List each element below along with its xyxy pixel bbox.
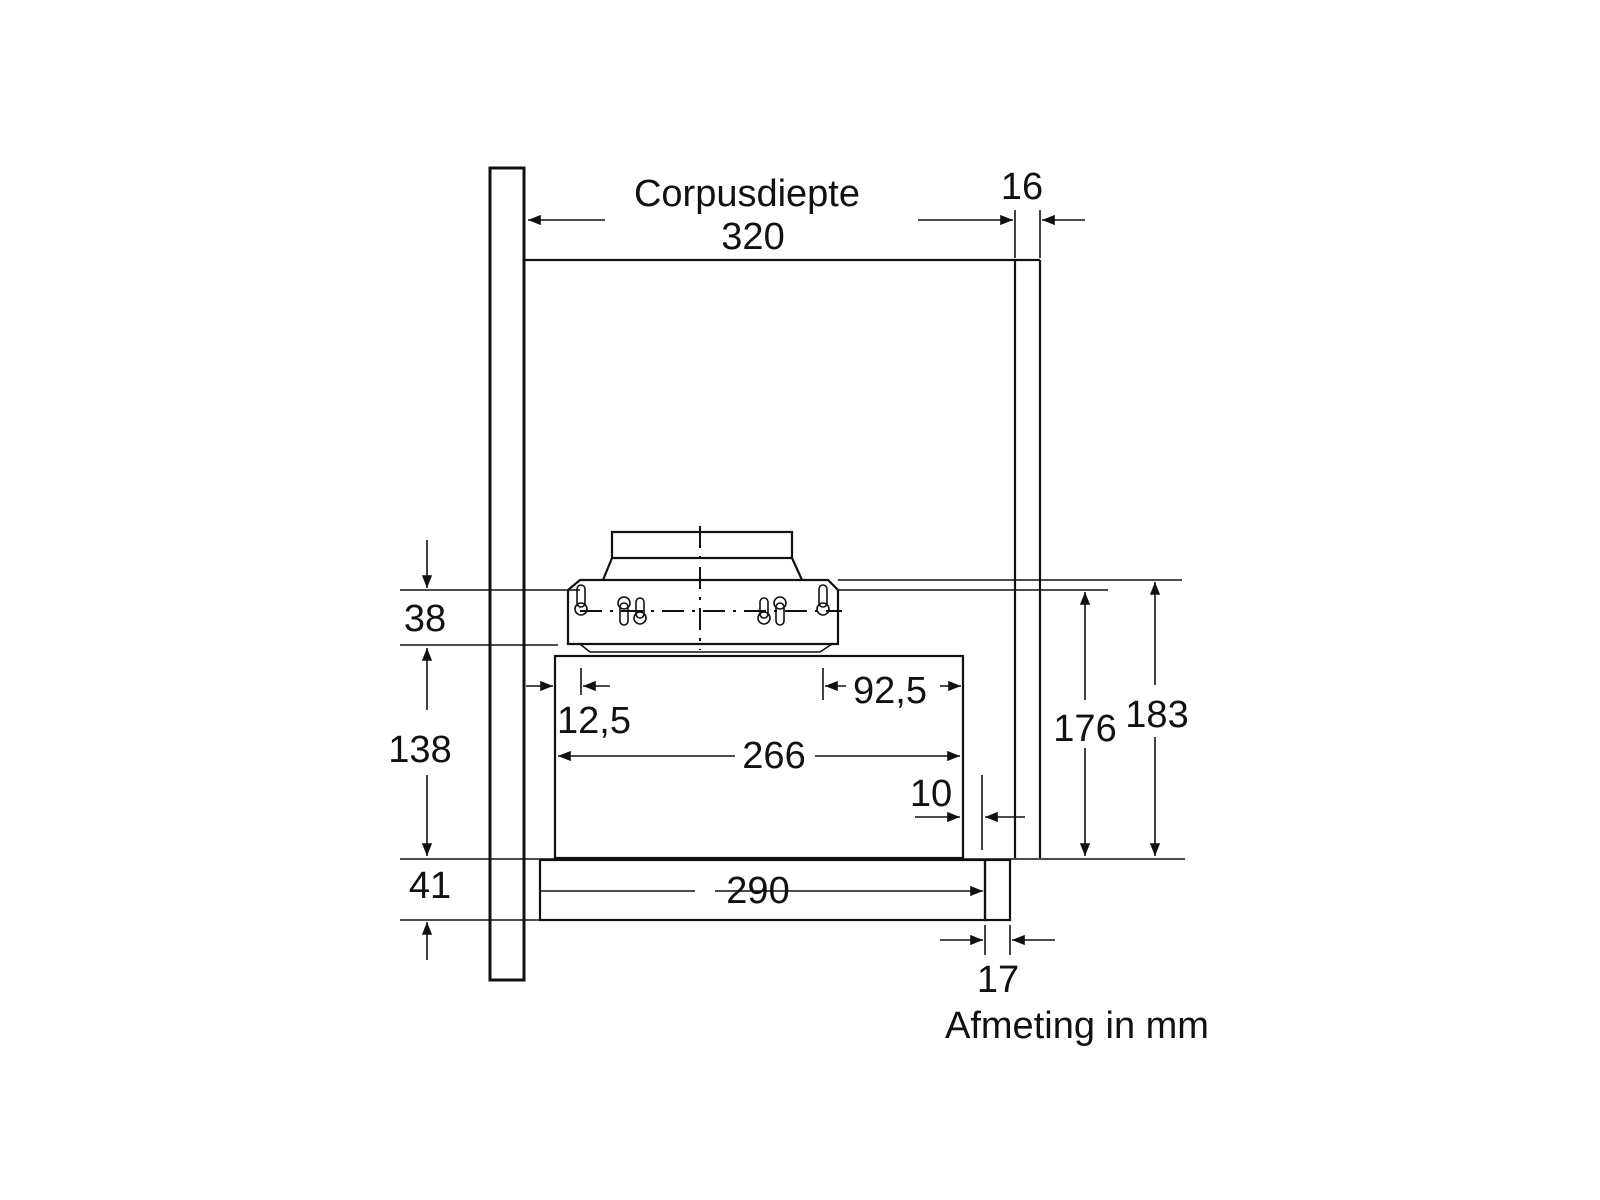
label-front-width: 290 [726,870,789,912]
slots-right-icon [757,596,787,626]
wall [488,166,526,982]
keyhole-right-icon [816,584,830,616]
slots-left-icon [617,596,647,626]
label-body-width: 266 [742,735,805,777]
label-height-inner: 176 [1053,708,1116,750]
label-front-height: 41 [409,865,451,907]
dimension-arrows [421,214,1161,960]
cabinet-outline [524,258,1042,858]
label-corpus-depth: 320 [721,216,784,258]
hood-body [553,654,965,860]
reference-lines [400,210,1185,955]
fan-outlet [566,526,842,653]
front-handle [983,858,1012,922]
corpus-depth-title: Corpusdiepte [634,173,860,215]
label-offset-left: 12,5 [557,700,631,742]
label-gap: 10 [910,773,952,815]
label-height-total: 183 [1125,694,1188,736]
label-body-height: 138 [388,729,451,771]
label-side-panel: 16 [1001,166,1043,208]
unit-note: Afmeting in mm [945,1005,1209,1047]
keyhole-left-icon [574,584,588,616]
label-offset-right: 92,5 [853,670,927,712]
label-flange-height: 38 [404,598,446,640]
label-front-thickness: 17 [977,959,1019,1001]
